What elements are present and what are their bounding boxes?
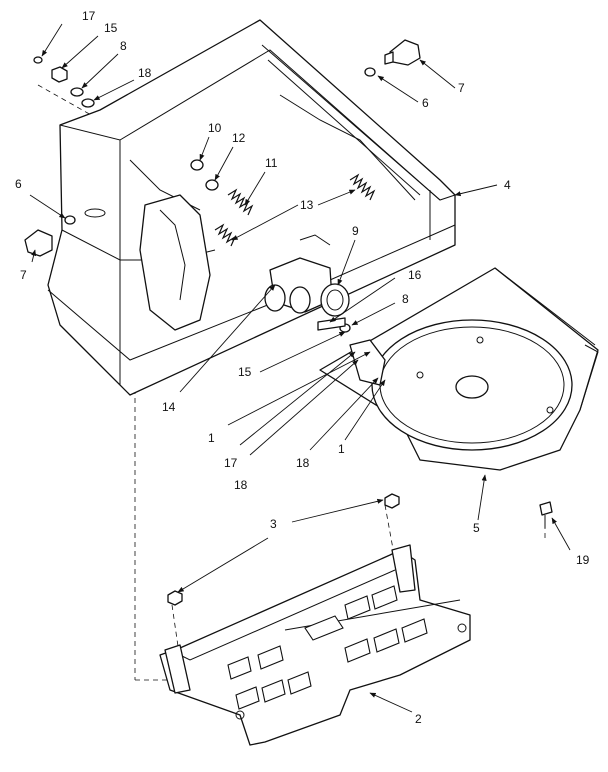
callout-8b: 8: [402, 292, 409, 306]
plate-windows: [227, 585, 428, 710]
callout-17a: 17: [82, 9, 96, 23]
round-table: [319, 267, 599, 471]
thumbscrews: [24, 39, 421, 257]
callout-15a: 15: [104, 21, 118, 35]
callout-16: 16: [408, 268, 422, 282]
callout-2: 2: [415, 712, 422, 726]
callout-7b: 7: [20, 268, 27, 282]
callout-19: 19: [576, 553, 590, 567]
plunger-knob: [320, 283, 350, 317]
bracket-plate: [159, 544, 471, 746]
callout-5: 5: [473, 521, 480, 535]
nuts: [167, 493, 400, 606]
callout-1a: 1: [208, 431, 215, 445]
callout-6b: 6: [15, 177, 22, 191]
callout-8a: 8: [120, 39, 127, 53]
callout-17b: 17: [224, 456, 238, 470]
callout-labels: 17 15 8 18 10 12 11 13 9 16 8 15 14 1 17…: [15, 9, 590, 726]
callout-18a: 18: [138, 66, 152, 80]
callout-18c: 18: [296, 456, 310, 470]
callout-13: 13: [300, 198, 314, 212]
callout-1b: 1: [338, 442, 345, 456]
callout-6a: 6: [422, 96, 429, 110]
callout-12: 12: [232, 131, 246, 145]
callout-14: 14: [162, 400, 176, 414]
callout-3: 3: [270, 517, 277, 531]
callout-18b: 18: [234, 478, 248, 492]
callout-15b: 15: [238, 365, 252, 379]
callout-10: 10: [208, 121, 222, 135]
callout-4: 4: [504, 178, 511, 192]
leader-lines: [29, 23, 571, 713]
callout-9: 9: [352, 224, 359, 238]
callout-7a: 7: [458, 81, 465, 95]
screw: [539, 501, 553, 528]
callout-11: 11: [265, 156, 278, 170]
